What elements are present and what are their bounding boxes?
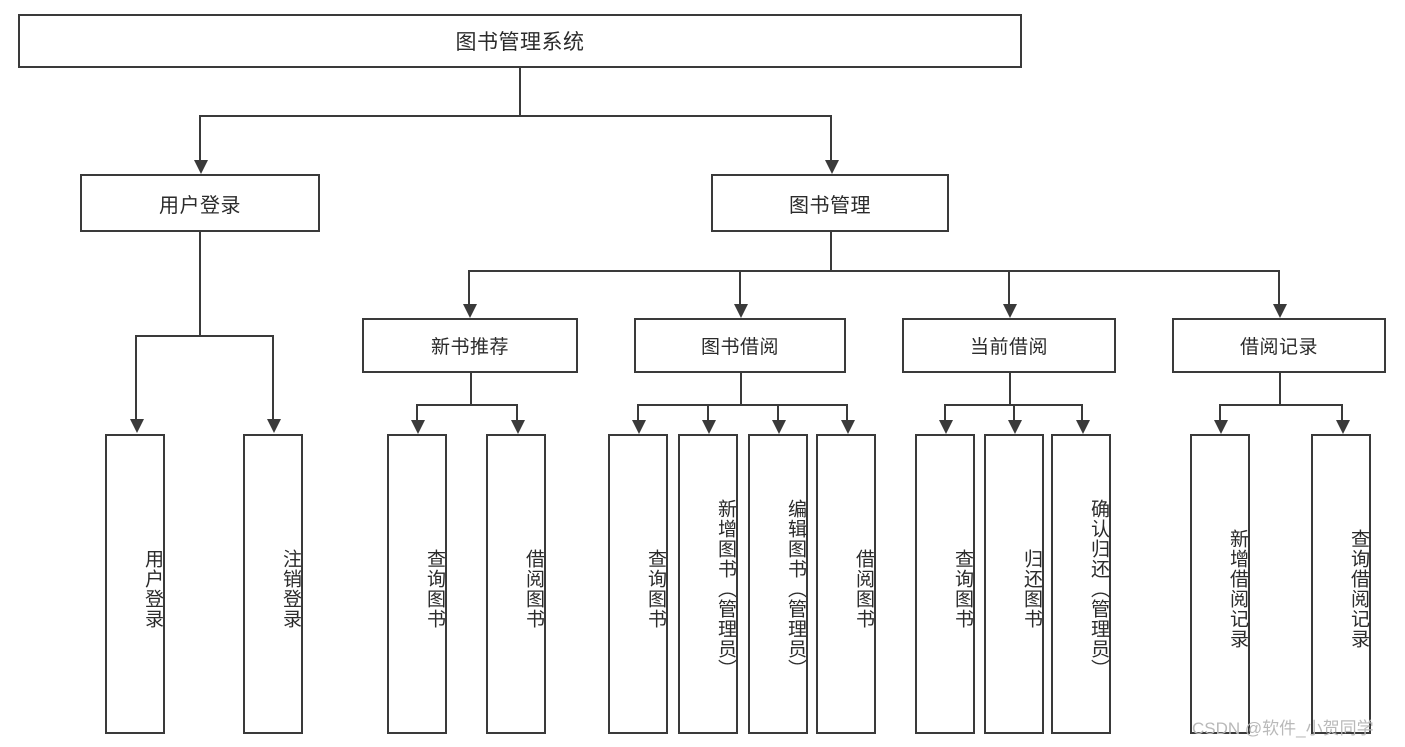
arrow-head-icon [1076,420,1090,434]
node-leaf-10[interactable]: 确认归还（管理员） [1051,434,1111,734]
connector-login-drop-1 [272,335,274,419]
connector-group-bus-2 [944,404,1081,406]
node-level2-2[interactable]: 当前借阅 [902,318,1116,373]
arrow-head-icon [267,419,281,433]
node-leaf-7[interactable]: 借阅图书 [816,434,876,734]
arrow-head-icon [841,420,855,434]
arrow-head-icon [1273,304,1287,318]
node-leaf-3[interactable]: 借阅图书 [486,434,546,734]
connector-group-drop-1-2 [777,404,779,420]
connector-group-drop-1-0 [637,404,639,420]
connector-books-drop-0 [468,270,470,304]
node-leaf-0[interactable]: 用户登录 [105,434,165,734]
connector-group-drop-2-0 [944,404,946,420]
arrow-head-icon [734,304,748,318]
csdn-watermark: CSDN @软件_小贺同学 [1192,719,1374,738]
connector-group-drop-0-1 [516,404,518,420]
connector-group-drop-3-0 [1219,404,1221,420]
connector-group-drop-2-1 [1013,404,1015,420]
connector-group-drop-3-1 [1341,404,1343,420]
arrow-head-icon [463,304,477,318]
connector-group-stem-3 [1279,373,1281,404]
node-leaf-4[interactable]: 查询图书 [608,434,668,734]
arrow-head-icon [632,420,646,434]
connector-root-bus [199,115,831,117]
arrow-head-icon [772,420,786,434]
node-level2-1[interactable]: 图书借阅 [634,318,846,373]
node-level2-0[interactable]: 新书推荐 [362,318,578,373]
connector-books-drop-3 [1278,270,1280,304]
node-leaf-8[interactable]: 查询图书 [915,434,975,734]
connector-books-drop-1 [739,270,741,304]
arrow-head-icon [1214,420,1228,434]
node-leaf-6[interactable]: 编辑图书（管理员） [748,434,808,734]
connector-books-drop-2 [1008,270,1010,304]
connector-login-drop-0 [135,335,137,419]
arrow-head-icon [1003,304,1017,318]
node-level1-0[interactable]: 用户登录 [80,174,320,232]
connector-group-stem-2 [1009,373,1011,404]
connector-group-stem-0 [470,373,472,404]
arrow-head-icon [411,420,425,434]
node-leaf-5[interactable]: 新增图书（管理员） [678,434,738,734]
connector-group-stem-1 [740,373,742,404]
arrow-head-icon [702,420,716,434]
connector-books-bus [468,270,1278,272]
arrow-head-icon [194,160,208,174]
node-leaf-12[interactable]: 查询借阅记录 [1311,434,1371,734]
connector-group-drop-1-1 [707,404,709,420]
arrow-head-icon [939,420,953,434]
node-root-system[interactable]: 图书管理系统 [18,14,1022,68]
arrow-head-icon [1336,420,1350,434]
node-leaf-9[interactable]: 归还图书 [984,434,1044,734]
connector-group-drop-0-0 [416,404,418,420]
connector-group-drop-1-3 [846,404,848,420]
arrow-head-icon [825,160,839,174]
connector-group-bus-1 [637,404,846,406]
node-leaf-11[interactable]: 新增借阅记录 [1190,434,1250,734]
connector-root-stem [519,68,521,117]
node-level2-3[interactable]: 借阅记录 [1172,318,1386,373]
arrow-head-icon [511,420,525,434]
node-leaf-2[interactable]: 查询图书 [387,434,447,734]
connector-root-drop-0 [199,115,201,160]
connector-group-bus-0 [416,404,516,406]
node-level1-1[interactable]: 图书管理 [711,174,949,232]
connector-login-bus [135,335,272,337]
connector-root-drop-1 [830,115,832,160]
connector-group-drop-2-2 [1081,404,1083,420]
connector-group-bus-3 [1219,404,1341,406]
connector-login-stem [199,232,201,336]
node-leaf-1[interactable]: 注销登录 [243,434,303,734]
arrow-head-icon [130,419,144,433]
connector-books-stem [830,232,832,271]
arrow-head-icon [1008,420,1022,434]
